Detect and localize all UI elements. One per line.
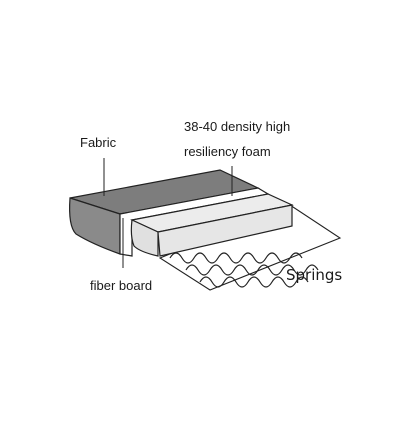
spring-coil-row-1 [169, 252, 303, 264]
springs-label: Springs [286, 266, 343, 284]
spring-coil-row-2 [185, 264, 319, 276]
foam-front [130, 219, 159, 257]
spring-coil-row-3 [199, 276, 309, 288]
fiber-board-label: fiber board [90, 278, 153, 293]
foam-side [157, 204, 293, 257]
fabric-front [69, 197, 121, 255]
leader-lines [103, 158, 233, 268]
foam-label-line-2: resiliency foam [184, 144, 271, 159]
foam-layer [130, 193, 294, 257]
fabric-label: Fabric [80, 135, 117, 150]
foam-label-line-1: 38-40 density high [184, 119, 291, 134]
